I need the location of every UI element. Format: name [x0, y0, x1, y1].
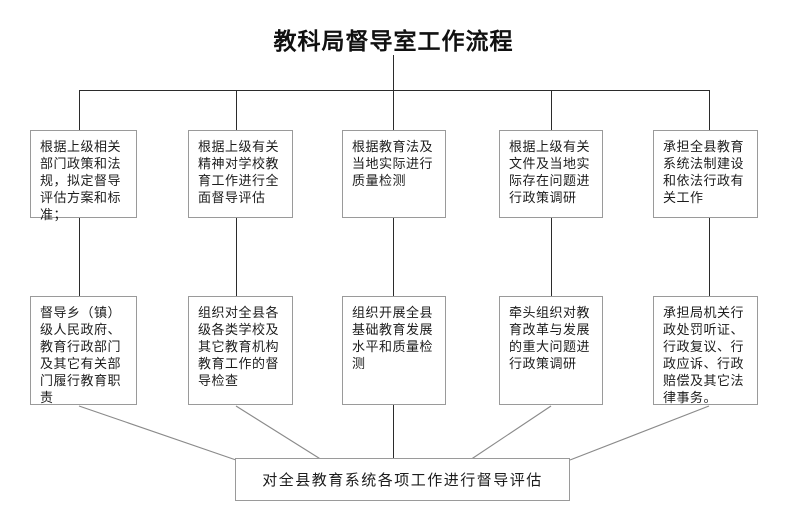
flow-node-label: 根据上级有关精神对学校教育工作进行全面督导评估: [198, 140, 280, 206]
flow-node-label: 组织开展全县基础教育发展水平和质量检测: [352, 306, 434, 372]
drop-connector-1: [79, 90, 80, 130]
drop-connector-3: [393, 90, 394, 130]
link-r1c5-r2c5: [709, 218, 710, 296]
flow-node-r2c1[interactable]: 督导乡（镇）级人民政府、教育行政部门及其它有关部门履行教育职责: [30, 296, 137, 406]
title-trunk-connector: [393, 55, 394, 90]
flow-node-r2c5[interactable]: 承担局机关行政处罚听证、行政复议、行政应诉、行政赔偿及其它法律事务。: [653, 296, 758, 406]
converge-line-2: [235, 405, 323, 461]
flow-node-label: 承担局机关行政处罚听证、行政复议、行政应诉、行政赔偿及其它法律事务。: [663, 306, 745, 406]
flow-node-r2c2[interactable]: 组织对全县各级各类学校及其它教育机构教育工作的督导检查: [188, 296, 293, 405]
flow-node-summary[interactable]: 对全县教育系统各项工作进行督导评估: [235, 458, 570, 501]
flow-node-label: 组织对全县各级各类学校及其它教育机构教育工作的督导检查: [198, 306, 280, 389]
flow-node-r1c5[interactable]: 承担全县教育系统法制建设和依法行政有关工作: [653, 130, 758, 218]
flow-node-label: 督导乡（镇）级人民政府、教育行政部门及其它有关部门履行教育职责: [40, 306, 122, 406]
flow-node-r1c4[interactable]: 根据上级有关文件及当地实际存在问题进行政策调研: [499, 130, 603, 218]
link-r1c4-r2c4: [551, 218, 552, 296]
distribution-bar: [79, 90, 709, 91]
flow-node-label: 对全县教育系统各项工作进行督导评估: [262, 470, 543, 489]
flow-node-label: 根据教育法及当地实际进行质量检测: [352, 140, 434, 189]
link-r1c2-r2c2: [236, 218, 237, 296]
flow-node-r2c3[interactable]: 组织开展全县基础教育发展水平和质量检测: [342, 296, 446, 405]
flow-node-label: 牵头组织对教育改革与发展的重大问题进行政策调研: [509, 306, 591, 372]
drop-connector-2: [236, 90, 237, 130]
page-title: 教科局督导室工作流程: [273, 28, 514, 55]
converge-line-5: [569, 405, 710, 461]
link-r1c1-r2c1: [79, 218, 80, 296]
flow-node-r2c4[interactable]: 牵头组织对教育改革与发展的重大问题进行政策调研: [499, 296, 603, 405]
flow-node-r1c1[interactable]: 根据上级相关部门政策和法规，拟定督导评估方案和标准；: [30, 130, 137, 223]
flow-node-r1c3[interactable]: 根据教育法及当地实际进行质量检测: [342, 130, 446, 218]
converge-line-4: [469, 405, 552, 461]
flow-node-label: 根据上级有关文件及当地实际存在问题进行政策调研: [509, 140, 591, 206]
flow-node-label: 根据上级相关部门政策和法规，拟定督导评估方案和标准；: [40, 140, 122, 223]
drop-connector-4: [551, 90, 552, 130]
converge-line-1: [78, 405, 237, 461]
flow-node-r1c2[interactable]: 根据上级有关精神对学校教育工作进行全面督导评估: [188, 130, 293, 218]
drop-connector-5: [709, 90, 710, 130]
converge-line-3: [393, 405, 394, 458]
link-r1c3-r2c3: [393, 218, 394, 296]
flow-node-label: 承担全县教育系统法制建设和依法行政有关工作: [663, 140, 745, 206]
